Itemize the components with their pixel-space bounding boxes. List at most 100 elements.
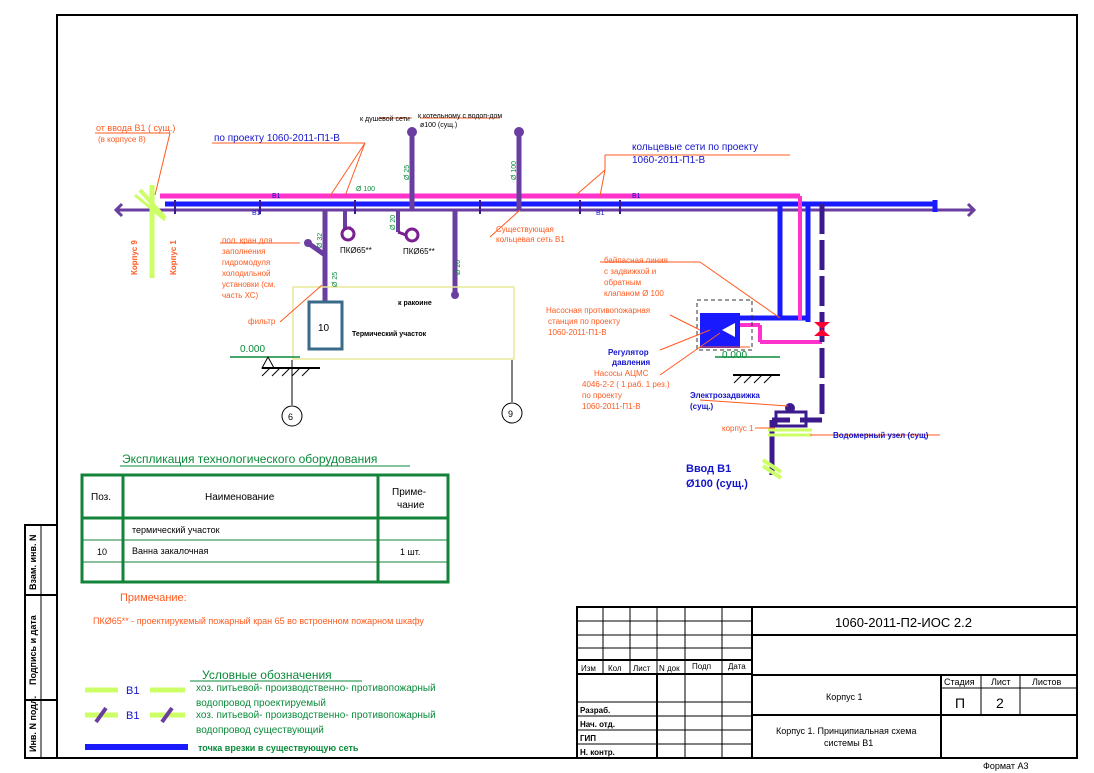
label-level-1: 0.000 xyxy=(240,344,265,355)
label-axis-9: 9 xyxy=(508,409,513,419)
explication-title: Экспликация технологического оборудовани… xyxy=(122,452,377,466)
label-input-b1-1: Ввод В1 xyxy=(686,463,731,475)
label-axis-6: 6 xyxy=(288,412,293,422)
label-bypass-3: обратным xyxy=(604,278,641,287)
label-d20: Ø 20 xyxy=(390,215,397,230)
tb-col-podp: Подп xyxy=(692,662,711,671)
tb-format: Формат А3 xyxy=(983,761,1028,771)
level-mark-left xyxy=(230,355,320,377)
label-b1-d: В1 xyxy=(632,193,641,200)
label-bypass-2: с задвижкой и xyxy=(604,267,656,276)
break-mark-right xyxy=(966,202,977,218)
label-pump-station-2: станция по проекту xyxy=(548,317,620,326)
table-header-note-2: чание xyxy=(397,500,425,511)
leader-lines xyxy=(95,117,940,436)
connection-ticks xyxy=(174,200,621,214)
table-row-2-name: Ванна закалочная xyxy=(132,546,209,556)
label-pump-station-1: Насосная противопожарная xyxy=(546,306,650,315)
fire-valve-2 xyxy=(397,227,420,243)
legend-item1-line1: хоз. питьевой- производственно- противоп… xyxy=(196,683,436,694)
label-d25: Ø 25 xyxy=(404,165,411,180)
label-corp1: Корпус 1 xyxy=(169,240,178,275)
label-existing-ring-2: кольцевая сеть В1 xyxy=(496,235,565,244)
label-corpus1-small: корпус 1 xyxy=(722,424,754,433)
label-d100: Ø 100 xyxy=(356,186,375,193)
label-bypass-4: клапаном Ø 100 xyxy=(604,289,664,298)
tb-sheet-title-2: системы В1 xyxy=(824,738,873,748)
label-in-building: (в корпусе 8) xyxy=(98,135,146,144)
label-pumps-2: 4046-2-2 ( 1 раб. 1 рез.) xyxy=(582,380,670,389)
label-to-existing-2: ø100 (сущ.) xyxy=(420,122,457,129)
legend-item3: точка врезки в существующую сеть xyxy=(198,743,359,753)
label-to-existing-1: к котельному с водоп-дом xyxy=(418,113,502,120)
table-header-note-1: Приме- xyxy=(392,487,426,498)
table-row-2-pos: 10 xyxy=(97,547,107,557)
label-level-2: 0.000 xyxy=(722,350,747,361)
label-existing-ring-1: Существующая xyxy=(496,225,554,234)
label-regulator-1: Регулятор xyxy=(608,348,649,357)
tb-role-gip: ГИП xyxy=(580,734,596,743)
tb-doc-code: 1060-2011-П2-ИОС 2.2 xyxy=(835,615,972,630)
tb-sheet-value: 2 xyxy=(996,695,1004,711)
explication-table: Экспликация технологического оборудовани… xyxy=(80,452,450,584)
tb-building: Корпус 1 xyxy=(826,692,863,702)
red-valve xyxy=(814,322,830,336)
tb-col-izm: Изм xyxy=(581,664,596,673)
title-block: Изм Кол Лист N док Подп Дата Разраб. Нач… xyxy=(576,606,1078,771)
table-header-pos: Поз. xyxy=(91,492,111,503)
tb-col-data: Дата xyxy=(728,662,746,671)
note-title: Примечание: xyxy=(120,592,187,604)
note-text: ПКØ65** - проектирукемый пожарный кран 6… xyxy=(93,616,424,626)
tb-col-list: Лист xyxy=(633,664,651,673)
label-elvalve-1: Электрозадвижка xyxy=(690,391,760,400)
label-pumps-4: 1060-2011-П1-В xyxy=(582,402,641,411)
label-ring-networks-2: 1060-2011-П1-В xyxy=(632,155,705,166)
tb-col-ndoc: N док xyxy=(659,664,680,673)
label-from-input: от ввода В1 ( сущ.) xyxy=(96,123,175,133)
label-b1-b: В1 xyxy=(252,210,261,217)
legend-item1-line2: водопровод проектируемый xyxy=(196,698,326,709)
label-tap-4: холодильной xyxy=(222,269,271,278)
label-d100b: Ø 100 xyxy=(511,161,518,180)
label-to-bath: к душевой сети xyxy=(360,115,410,123)
legend-item2-line2: водопровод существующий xyxy=(196,725,324,736)
axis-circle-9 xyxy=(501,402,523,424)
label-regulator-2: давления xyxy=(612,358,651,367)
stamp-inv-orig: Инв. N подл. xyxy=(28,696,38,752)
label-b1-a: В1 xyxy=(272,193,281,200)
thermal-area-outline xyxy=(292,286,515,360)
tb-role-razrab: Разраб. xyxy=(580,706,610,715)
tb-role-nkontr: Н. контр. xyxy=(580,748,615,757)
label-b1-c: В1 xyxy=(596,210,605,217)
tb-role-nach: Нач. отд. xyxy=(580,720,615,729)
fire-valve-1 xyxy=(340,226,356,242)
label-tap-5: установки (см. xyxy=(222,280,276,289)
label-filter: фильтр xyxy=(248,317,276,326)
label-ring-networks-1: кольцевые сети по проекту xyxy=(632,142,758,153)
label-bypass-1: байпасная линия xyxy=(604,256,668,265)
legend-item2-tag: В1 xyxy=(126,710,139,722)
label-d20b: Ø 20 xyxy=(455,260,462,275)
label-by-project: по проекту 1060-2011-П1-В xyxy=(214,133,340,144)
side-stamp: Взам. инв. N Подпись и дата Инв. N подл. xyxy=(24,524,58,759)
legend-item1-tag: В1 xyxy=(126,685,139,697)
table-header-name: Наименование xyxy=(205,492,275,503)
label-elvalve-2: (сущ.) xyxy=(690,402,714,411)
water-meter-node xyxy=(768,403,812,437)
label-corp9: Корпус 9 xyxy=(130,240,139,275)
label-pk2: ПКØ65** xyxy=(403,247,435,256)
label-tap-6: часть ХС) xyxy=(222,291,259,300)
label-pumps-1: Насосы АЦМС xyxy=(594,369,649,378)
label-tap-1: пол. кран для xyxy=(222,236,272,245)
legend: Условные обозначения В1 хоз. питьевой- п… xyxy=(85,668,436,753)
table-row-1-name: термический участок xyxy=(132,525,220,535)
label-d25b: Ø 25 xyxy=(332,272,339,287)
label-d32: Ø 32 xyxy=(317,233,324,248)
legend-item2-line1: хоз. питьевой- производственно- противоп… xyxy=(196,710,436,721)
label-tap-2: заполнения xyxy=(222,247,265,256)
tb-sheet-header: Лист xyxy=(991,677,1011,687)
label-thermal: Термический участок xyxy=(352,330,427,338)
axis-circle-6 xyxy=(281,405,303,427)
label-water-meter: Водомерный узел (сущ) xyxy=(833,431,929,440)
